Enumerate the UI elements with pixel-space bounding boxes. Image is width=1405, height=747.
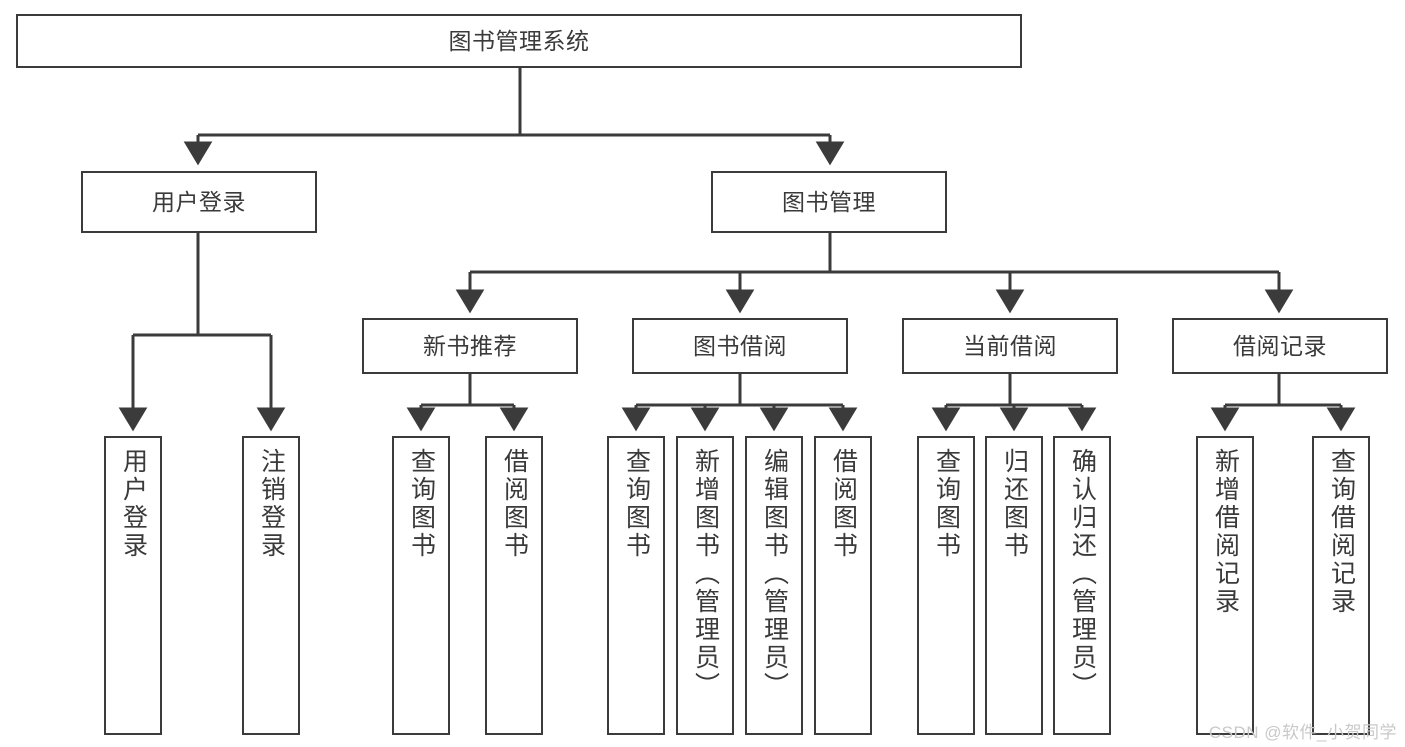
node-leaf-add-record[interactable]: 新增借阅记录 bbox=[1196, 436, 1254, 735]
node-leaf-query-record-label: 查询借阅记录 bbox=[1327, 448, 1356, 616]
node-book-management-label: 图书管理 bbox=[782, 188, 876, 215]
node-leaf-edit-book-label: 编辑图书（管理员） bbox=[760, 448, 789, 700]
node-leaf-borrow-book-1[interactable]: 借阅图书 bbox=[485, 436, 543, 735]
csdn-watermark: CSDN @软件_小贺同学 bbox=[1208, 723, 1397, 742]
node-new-book-recommend[interactable]: 新书推荐 bbox=[362, 318, 578, 374]
node-borrow-record-label: 借阅记录 bbox=[1233, 332, 1327, 359]
node-current-borrow[interactable]: 当前借阅 bbox=[902, 318, 1118, 374]
node-leaf-confirm-return[interactable]: 确认归还（管理员） bbox=[1053, 436, 1111, 735]
node-leaf-query-book-2[interactable]: 查询图书 bbox=[607, 436, 665, 735]
node-user-login-label: 用户登录 bbox=[152, 188, 246, 215]
node-leaf-borrow-book-2-label: 借阅图书 bbox=[829, 448, 858, 560]
node-leaf-borrow-book-1-label: 借阅图书 bbox=[500, 448, 529, 560]
node-leaf-query-book-1-label: 查询图书 bbox=[407, 448, 436, 560]
node-leaf-query-book-3[interactable]: 查询图书 bbox=[917, 436, 975, 735]
node-leaf-confirm-return-label: 确认归还（管理员） bbox=[1068, 448, 1097, 700]
node-leaf-logout-login-label: 注销登录 bbox=[257, 448, 286, 560]
node-leaf-return-book-label: 归还图书 bbox=[1000, 448, 1029, 560]
node-leaf-add-book-label: 新增图书（管理员） bbox=[691, 448, 720, 700]
node-leaf-add-record-label: 新增借阅记录 bbox=[1211, 448, 1240, 616]
node-book-borrow[interactable]: 图书借阅 bbox=[632, 318, 848, 374]
node-borrow-record[interactable]: 借阅记录 bbox=[1172, 318, 1388, 374]
node-leaf-borrow-book-2[interactable]: 借阅图书 bbox=[814, 436, 872, 735]
node-leaf-return-book[interactable]: 归还图书 bbox=[985, 436, 1043, 735]
node-book-borrow-label: 图书借阅 bbox=[693, 332, 787, 359]
node-leaf-query-book-3-label: 查询图书 bbox=[932, 448, 961, 560]
node-leaf-edit-book[interactable]: 编辑图书（管理员） bbox=[745, 436, 803, 735]
node-current-borrow-label: 当前借阅 bbox=[963, 332, 1057, 359]
node-leaf-user-login[interactable]: 用户登录 bbox=[104, 436, 162, 735]
node-leaf-user-login-label: 用户登录 bbox=[119, 448, 148, 560]
node-leaf-query-book-2-label: 查询图书 bbox=[622, 448, 651, 560]
node-root-label: 图书管理系统 bbox=[448, 27, 590, 54]
node-new-book-recommend-label: 新书推荐 bbox=[423, 332, 517, 359]
node-leaf-logout-login[interactable]: 注销登录 bbox=[242, 436, 300, 735]
node-leaf-query-book-1[interactable]: 查询图书 bbox=[392, 436, 450, 735]
node-root[interactable]: 图书管理系统 bbox=[16, 14, 1022, 68]
node-user-login[interactable]: 用户登录 bbox=[81, 171, 317, 233]
node-book-management[interactable]: 图书管理 bbox=[711, 171, 947, 233]
node-leaf-query-record[interactable]: 查询借阅记录 bbox=[1312, 436, 1370, 735]
node-leaf-add-book[interactable]: 新增图书（管理员） bbox=[676, 436, 734, 735]
